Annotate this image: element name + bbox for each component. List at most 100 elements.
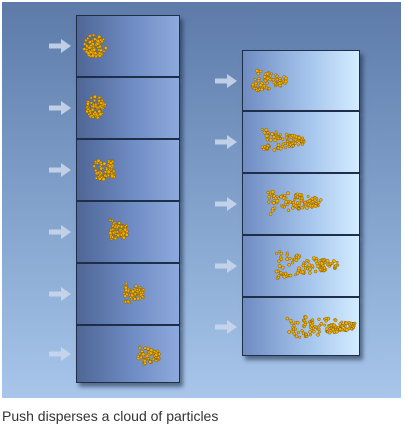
particle xyxy=(316,332,320,337)
particle xyxy=(254,81,258,86)
particle xyxy=(292,138,296,141)
particle xyxy=(277,264,282,269)
particle xyxy=(336,325,340,329)
particle xyxy=(88,34,92,38)
particle xyxy=(311,256,316,261)
right-arrow-icon xyxy=(49,287,71,301)
particle xyxy=(317,327,321,331)
particle xyxy=(300,270,305,274)
particle xyxy=(344,321,348,326)
particle xyxy=(138,296,142,300)
particle xyxy=(278,78,282,82)
particle xyxy=(97,34,102,39)
particle xyxy=(310,323,314,328)
particle xyxy=(106,169,111,174)
particle xyxy=(275,195,279,198)
particle xyxy=(265,72,270,76)
frame-panel xyxy=(76,325,180,383)
particle xyxy=(333,318,338,323)
particle xyxy=(266,190,270,195)
particle xyxy=(297,135,302,140)
particle xyxy=(324,319,328,323)
particle xyxy=(97,99,101,103)
particle xyxy=(321,259,326,263)
particle xyxy=(297,207,301,211)
right-arrow-icon xyxy=(215,259,237,273)
particle xyxy=(295,201,300,205)
particle xyxy=(140,349,144,354)
particle xyxy=(311,318,314,322)
particle xyxy=(332,323,337,328)
particle xyxy=(272,80,276,84)
particle xyxy=(119,228,123,231)
particle xyxy=(123,225,127,229)
particle xyxy=(124,232,129,237)
particle xyxy=(338,322,342,326)
particle xyxy=(133,297,137,301)
particle xyxy=(270,132,274,136)
particle xyxy=(314,259,318,263)
particle xyxy=(265,81,269,85)
particle xyxy=(256,71,261,76)
particle xyxy=(340,324,344,328)
particle xyxy=(310,264,315,268)
particle xyxy=(99,48,103,53)
particle xyxy=(317,317,321,321)
particle xyxy=(287,263,291,267)
particle xyxy=(267,200,271,204)
right-arrow-icon xyxy=(49,101,71,115)
particle xyxy=(297,266,302,271)
particle xyxy=(90,114,94,118)
particle xyxy=(319,198,323,202)
right-arrow-icon xyxy=(215,73,237,88)
particle xyxy=(154,353,159,357)
particle xyxy=(284,145,288,150)
particle xyxy=(277,137,281,141)
particle xyxy=(294,258,299,262)
frame-panel xyxy=(76,263,180,325)
particle xyxy=(108,164,112,169)
particle xyxy=(275,77,280,82)
frame-panel xyxy=(76,77,180,139)
particle xyxy=(94,168,98,173)
particle xyxy=(253,78,257,82)
particle xyxy=(335,260,339,264)
particle xyxy=(296,320,300,325)
particle xyxy=(274,130,278,134)
particle xyxy=(319,261,324,266)
particle xyxy=(302,319,306,323)
particle xyxy=(102,37,105,41)
particle xyxy=(273,138,278,143)
particle xyxy=(278,146,283,151)
particle xyxy=(294,334,299,339)
particle xyxy=(290,134,295,138)
particle xyxy=(268,74,273,78)
particle-cloud xyxy=(122,282,146,305)
frame-panel xyxy=(76,201,180,263)
particle-cloud xyxy=(108,218,129,241)
particle xyxy=(306,194,310,198)
particle xyxy=(309,333,312,337)
particle xyxy=(108,218,112,222)
particle xyxy=(133,292,137,296)
particle-cloud xyxy=(285,315,357,339)
particle xyxy=(250,82,255,87)
particle xyxy=(96,39,101,44)
particle xyxy=(286,202,290,206)
particle xyxy=(284,79,288,84)
particle xyxy=(265,138,269,142)
particle xyxy=(132,287,136,291)
particle xyxy=(317,330,322,334)
particle xyxy=(268,77,272,82)
particle xyxy=(141,352,146,357)
particle xyxy=(306,267,309,271)
particle xyxy=(274,269,279,274)
particle xyxy=(275,198,280,203)
frame-panel xyxy=(242,111,360,173)
particle xyxy=(277,275,281,279)
particle xyxy=(149,348,154,353)
particle xyxy=(279,257,284,262)
particle xyxy=(278,133,282,137)
particle xyxy=(308,271,312,275)
particle xyxy=(348,323,351,327)
